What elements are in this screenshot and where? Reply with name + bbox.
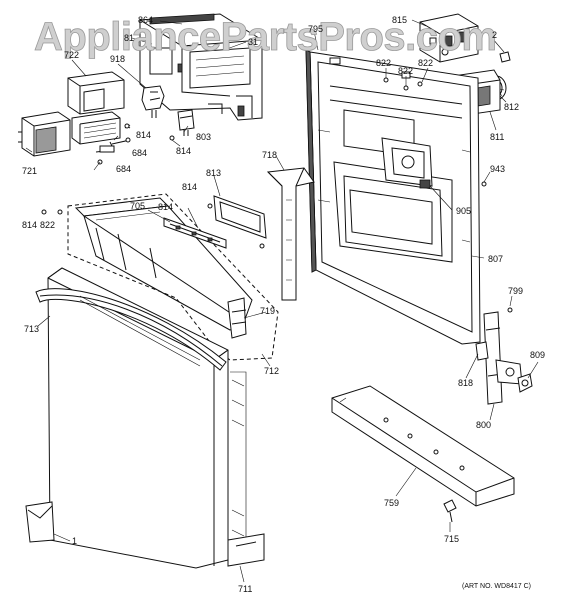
callout-814d: 814 — [158, 202, 173, 212]
callout-905: 905 — [456, 206, 471, 216]
callout-712: 712 — [264, 366, 279, 376]
callout-807: 807 — [488, 254, 503, 264]
control-panel-assembly — [139, 13, 263, 121]
display-board-705 — [163, 217, 227, 249]
callout-81: 81 — [124, 33, 134, 43]
knob-809 — [517, 373, 533, 393]
callout-813: 813 — [206, 168, 221, 178]
callout-814e: 814 — [22, 220, 37, 230]
callout-918: 918 — [110, 54, 125, 64]
kickplate-759 — [331, 385, 515, 507]
callout-822a: 822 — [376, 58, 391, 68]
screws-822 — [383, 77, 487, 187]
callout-814c: 814 — [182, 182, 197, 192]
callout-2: 2 — [492, 30, 497, 40]
duct-718 — [266, 167, 315, 301]
callout-809: 809 — [530, 350, 545, 360]
leader-lines — [25, 19, 539, 583]
clip-2 — [499, 51, 511, 63]
handle-713 — [35, 288, 227, 371]
callout-803: 803 — [196, 132, 211, 142]
callout-705: 705 — [130, 201, 145, 211]
control-module-815 — [419, 13, 479, 63]
callout-822b: 822 — [398, 66, 413, 76]
watermark-text: AppliancePartsPros.com — [34, 15, 497, 59]
callout-722: 722 — [64, 50, 79, 60]
callout-684b: 684 — [116, 164, 131, 174]
callout-684a: 684 — [132, 148, 147, 158]
component-721 — [18, 111, 71, 157]
art-number: (ART NO. WD8417 C) — [462, 583, 531, 590]
callout-822c: 822 — [418, 58, 433, 68]
callout-818: 818 — [458, 378, 473, 388]
callout-715: 715 — [444, 534, 459, 544]
callout-795: 795 — [308, 24, 323, 34]
callout-822d: 822 — [40, 220, 55, 230]
callout-815: 815 — [392, 15, 407, 25]
callout-721: 721 — [22, 166, 37, 176]
bracket-818 — [475, 341, 489, 361]
switch-918 — [141, 85, 165, 118]
callout-713: 713 — [24, 324, 39, 334]
callout-812: 812 — [504, 102, 519, 112]
gasket-813 — [207, 195, 267, 249]
callout-1: 1 — [72, 536, 77, 546]
callout-864: 864 — [138, 15, 153, 25]
callout-759: 759 — [384, 498, 399, 508]
callout-711: 711 — [238, 584, 252, 594]
dispenser-905 — [381, 137, 433, 189]
control-panel-frame-712 — [67, 193, 279, 361]
bracket-803 — [177, 109, 195, 136]
hinge-800 — [483, 311, 523, 405]
callout-719: 719 — [260, 306, 275, 316]
callout-labels: 864 81 31 795 815 2 722 918 822 822 822 … — [22, 15, 545, 594]
screws-814-822-left — [41, 209, 63, 215]
callout-811: 811 — [490, 132, 504, 142]
callout-31: 31 — [248, 37, 258, 47]
callout-943: 943 — [490, 164, 505, 174]
callout-800: 800 — [476, 420, 491, 430]
door-edge-shading — [79, 295, 201, 367]
callout-814b: 814 — [176, 146, 191, 156]
callout-814a: 814 — [136, 130, 151, 140]
callout-799: 799 — [508, 286, 523, 296]
screw-799 — [507, 307, 513, 313]
screw-715 — [443, 499, 457, 523]
inner-door-807 — [305, 49, 481, 345]
wire-harness-722 — [67, 71, 131, 153]
callout-718: 718 — [262, 150, 277, 160]
